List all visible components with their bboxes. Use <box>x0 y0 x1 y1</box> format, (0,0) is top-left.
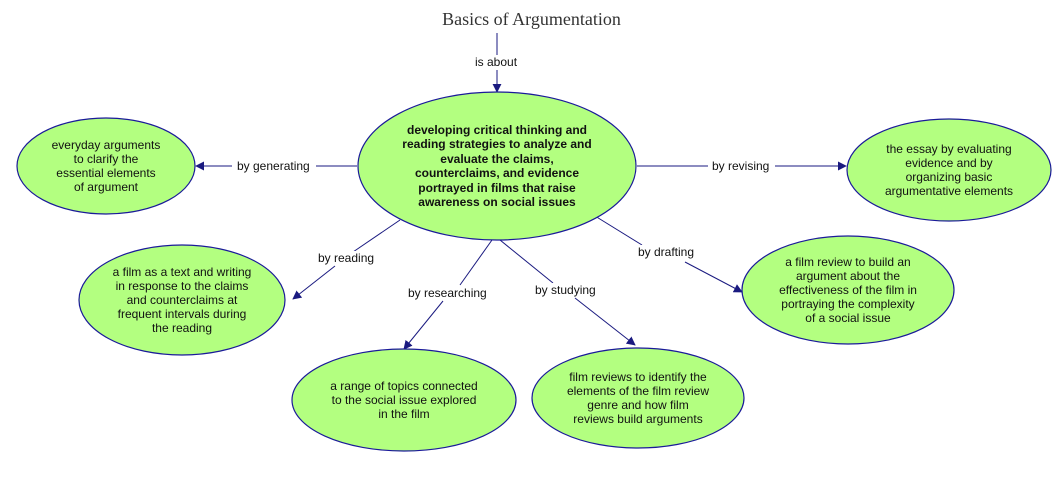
studying-node: film reviews to identify the elements of… <box>532 348 744 448</box>
link-label-by-generating: by generating <box>235 159 312 173</box>
center-node: developing critical thinking and reading… <box>358 92 636 240</box>
center-node-shape <box>357 91 637 241</box>
link-label-by-revising: by revising <box>710 159 772 173</box>
edge-by-drafting <box>684 261 743 293</box>
edge-by-reading <box>292 265 336 300</box>
reading-node-text: a film as a text and writing in response… <box>112 265 252 335</box>
revising-node-text: the essay by evaluating evidence and by … <box>884 142 1014 198</box>
link-label-by-studying: by studying <box>533 283 598 297</box>
drafting-node-text: a film review to build an argument about… <box>779 255 917 325</box>
reading-node: a film as a text and writing in response… <box>79 245 285 355</box>
reading-node-shape <box>78 244 286 356</box>
edge-center-studying-label <box>499 239 554 284</box>
revising-node-shape <box>846 118 1052 222</box>
edge-center-researching-label <box>459 239 493 286</box>
generating-node-text: everyday arguments to clarify the essent… <box>51 138 161 194</box>
edge-center-reading-label <box>352 219 401 253</box>
drafting-node-shape <box>741 235 955 345</box>
researching-node-shape <box>291 348 517 452</box>
studying-node-shape <box>531 347 745 449</box>
drafting-node: a film review to build an argument about… <box>742 236 954 344</box>
generating-node: everyday arguments to clarify the essent… <box>17 118 195 214</box>
studying-node-text: film reviews to identify the elements of… <box>566 370 710 426</box>
edge-by-studying <box>574 297 636 346</box>
link-label-by-reading: by reading <box>316 251 377 265</box>
researching-node: a range of topics connected to the socia… <box>292 349 516 451</box>
researching-node-text: a range of topics connected to the socia… <box>330 379 478 421</box>
map-title: Basics of Argumentation <box>442 9 621 29</box>
center-node-text: developing critical thinking and reading… <box>402 122 592 210</box>
link-label-by-drafting: by drafting <box>636 245 697 259</box>
revising-node: the essay by evaluating evidence and by … <box>847 119 1051 221</box>
edge-by-researching <box>403 300 444 350</box>
generating-node-shape <box>16 117 196 215</box>
link-label-by-researching: by researching <box>406 286 489 300</box>
edge-center-drafting-label <box>594 215 643 246</box>
link-label-is-about: is about <box>473 55 520 69</box>
